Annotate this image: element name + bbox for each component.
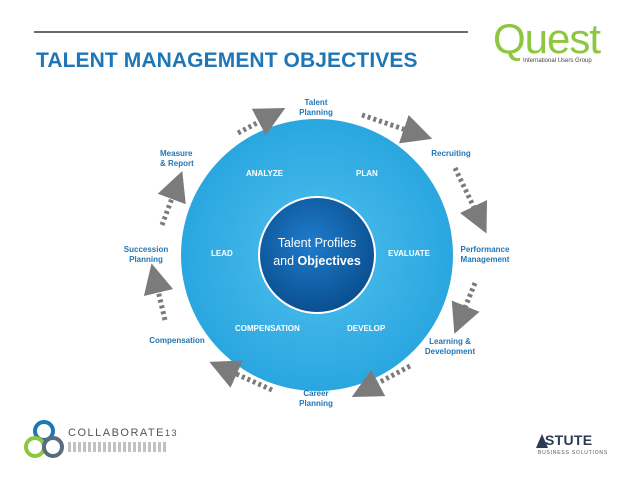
ring-label-evaluate: EVALUATE — [388, 249, 430, 258]
ring-label-lead: LEAD — [211, 249, 233, 258]
arrow-talent-to-recruiting — [361, 112, 433, 144]
astute-logo-tagline: BUSINESS SOLUTIONS — [538, 450, 608, 456]
collaborate-logo: COLLABORATE13 — [22, 418, 202, 462]
astute-triangle-icon — [536, 434, 548, 448]
ring-label-compensation: COMPENSATION — [235, 324, 300, 333]
collaborate-logo-word: COLLABORATE13 — [68, 427, 178, 439]
center-line-2-prefix: and — [273, 254, 298, 268]
ring-label-plan: PLAN — [356, 169, 378, 178]
astute-logo: STUTE BUSINESS SOLUTIONS — [536, 432, 620, 462]
cycle-label-recruiting: Recruiting — [431, 149, 471, 158]
cycle-label-compensation: Compensation — [149, 336, 205, 345]
arrow-learning-to-career — [351, 363, 412, 398]
collaborate-name: COLLABORATE — [68, 427, 165, 439]
cycle-label-performance-management: Performance Management — [460, 245, 510, 264]
center-line-1: Talent Profiles — [277, 236, 357, 250]
title-rule — [34, 31, 468, 33]
collaborate-year: 13 — [165, 428, 179, 438]
center-line-2-bold: Objectives — [297, 254, 361, 268]
cycle-label-talent-planning: Talent Planning — [299, 98, 333, 117]
astute-logo-word: STUTE — [545, 432, 593, 448]
center-label: Talent Profiles and Objectives — [262, 234, 372, 270]
quest-logo: Quest International Users Group — [493, 16, 613, 72]
arrow-succession-to-measure — [157, 170, 186, 226]
center-line-2: and Objectives — [262, 252, 372, 270]
arrow-measure-to-talent — [236, 107, 286, 136]
arrow-recruiting-to-performance — [452, 166, 488, 234]
ring-label-develop: DEVELOP — [347, 324, 386, 333]
arrow-compensation-to-succession — [143, 263, 174, 321]
quest-logo-word: Quest — [493, 15, 601, 62]
inner-circle — [258, 196, 376, 314]
arrow-career-to-compensation — [209, 360, 274, 393]
quest-logo-tagline: International Users Group — [523, 58, 592, 64]
ring-label-analyze: ANALYZE — [246, 169, 284, 178]
cycle-label-career-planning: Career Planning — [299, 389, 333, 408]
collaborate-logo-subtext — [68, 442, 168, 452]
cycle-arrows — [143, 107, 488, 398]
cycle-label-learning-development: Learning & Development — [424, 337, 476, 356]
arrow-performance-to-learning — [451, 282, 480, 334]
cycle-label-succession-planning: Succession Planning — [123, 245, 169, 264]
page-title: TALENT MANAGEMENT OBJECTIVES — [36, 49, 418, 72]
cycle-label-measure-report: Measure & Report — [160, 149, 194, 168]
collaborate-emblem-icon — [24, 420, 64, 458]
